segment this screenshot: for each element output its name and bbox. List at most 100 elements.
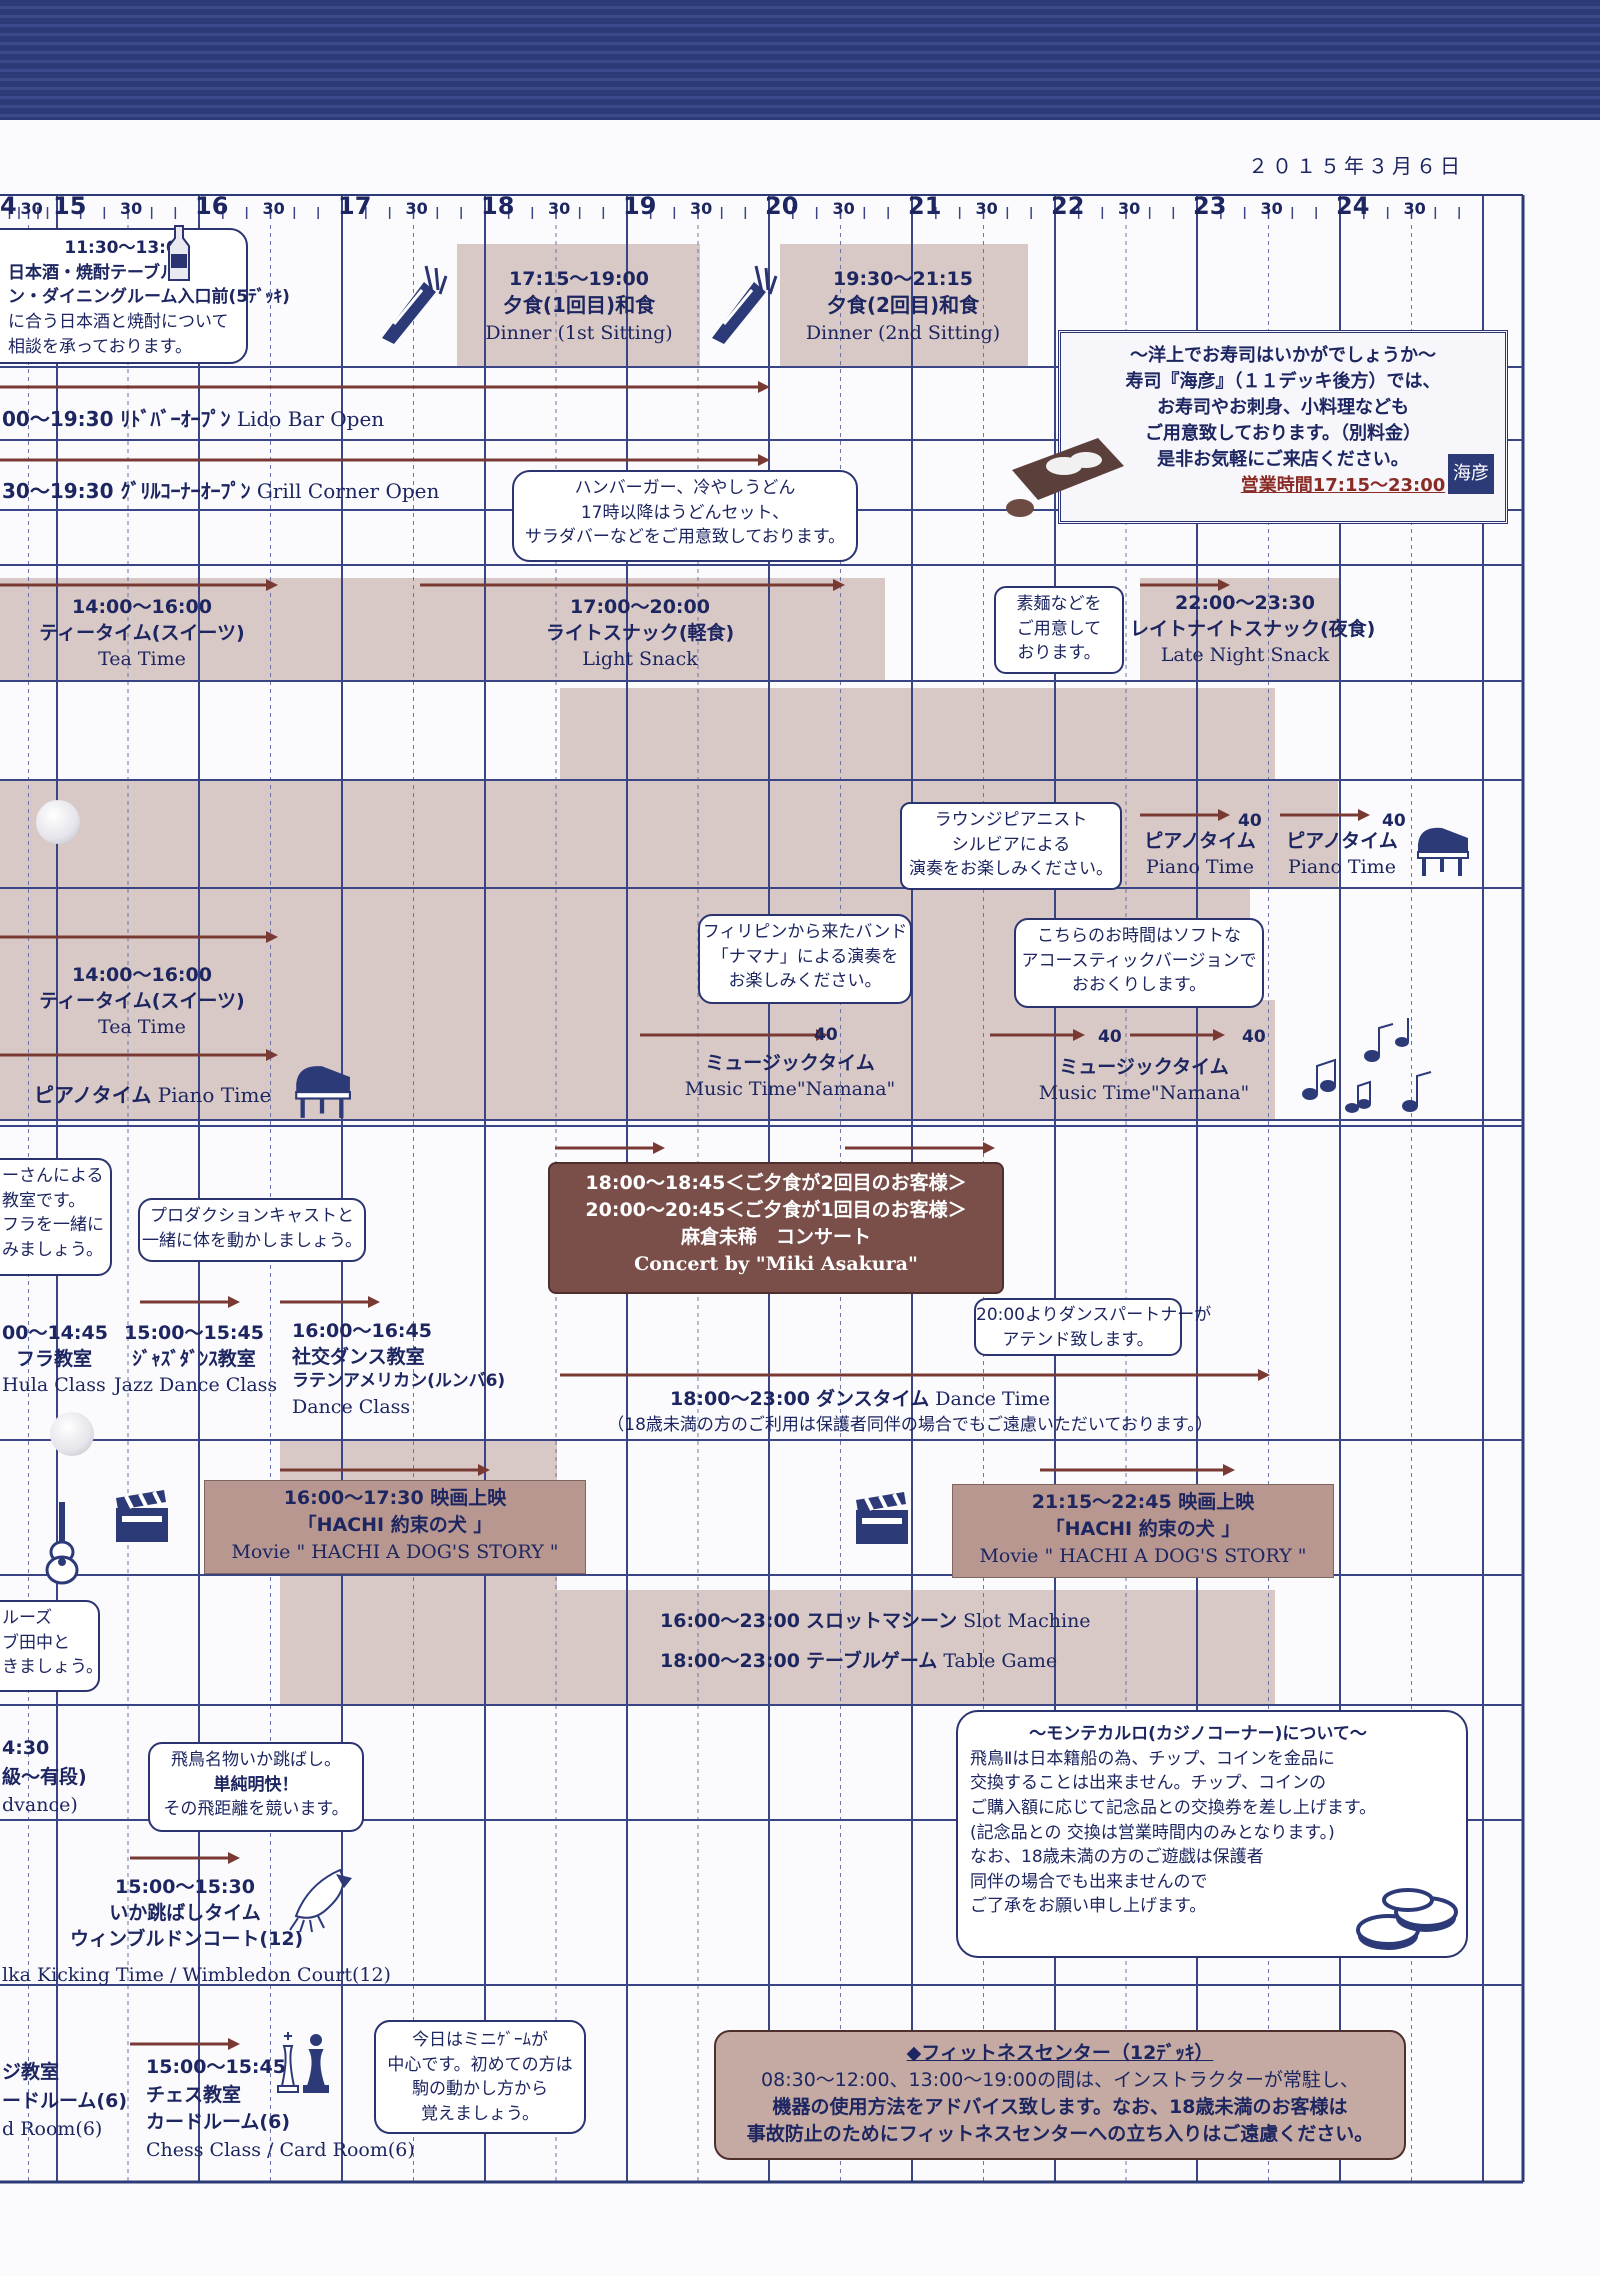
arrow-head	[228, 1296, 240, 1308]
dance-time: 18:00〜23:00 ダンスタイム Dance Time	[560, 1386, 1160, 1412]
light-snack: 17:00〜20:00 ライトスナック(軽食) Light Snack	[520, 594, 760, 673]
partner-line1: 20:00よりダンスパートナーが	[976, 1305, 1212, 1325]
half-hour-label: 30	[975, 199, 998, 218]
slot-machine: 16:00〜23:00 スロットマシーン Slot Machine	[660, 1608, 1091, 1634]
social-sub: ラテンアメリカン(ルンバ6)	[292, 1371, 506, 1392]
grill-en: Grill Corner Open	[256, 479, 440, 503]
piano-2-title: ピアノタイム	[1286, 830, 1398, 852]
shaded-slot	[560, 688, 1275, 780]
hour-label: 4	[0, 192, 17, 220]
hula-english: Hula Class	[2, 1374, 106, 1397]
social-english: Dance Class	[292, 1395, 411, 1418]
hula-note-line3: フラを一緒に	[2, 1215, 104, 1236]
table-english: Table Game	[943, 1650, 1058, 1672]
mini-line1: 今日はミニｹﾞｰﾑが	[412, 2030, 548, 2050]
piano-time-1: ピアノタイム Piano Time	[1130, 828, 1270, 880]
half-hour-label: 30	[832, 199, 855, 218]
ika-kicking-time: 15:00〜15:30 いか跳ばしタイム ウィンブルドンコート(12)	[70, 1874, 304, 1953]
social-dance-class: 16:00〜16:45 社交ダンス教室 ラテンアメリカン(ルンバ6) Dance…	[292, 1318, 505, 1420]
hour-label: 15	[53, 192, 87, 220]
hula-note-line2: 教室です。	[2, 1190, 86, 1211]
ika-place: ウィンブルドンコート(12)	[70, 1928, 304, 1951]
piano-2-minutes: 40	[1382, 811, 1406, 831]
somen-line2: ご用意して	[1016, 618, 1102, 639]
hour-label: 21	[908, 192, 942, 220]
sushi-title: 〜洋上でお寿司はいかがでしょうか〜	[1130, 345, 1436, 366]
chess-time: 15:00〜15:45	[146, 2056, 286, 2078]
sushi-umihiko-box: 〜洋上でお寿司はいかがでしょうか〜 寿司『海彦』（１１デッキ後方）では、 お寿司…	[1058, 330, 1508, 524]
arrow-head	[368, 1296, 380, 1308]
sake-table-note: 11:30〜13:00 日本酒・焼酎テーブル ン・ダイニングルーム入口前(5ﾃﾞ…	[0, 228, 290, 364]
tea-2-title: ティータイム(スイーツ)	[39, 990, 245, 1013]
movie-1-time: 16:00〜17:30 映画上映	[283, 1487, 507, 1509]
casino-line6: 同伴の場合でも出来ませんので	[970, 1871, 1208, 1892]
hour-label: 20	[765, 192, 799, 220]
dinner-1-english: Dinner (1st Sitting)	[485, 321, 673, 344]
piano-1-minutes: 40	[1238, 811, 1262, 831]
sushi-line4: ご用意致しております。（別料金）	[1144, 423, 1422, 445]
miki-asakura-concert: 18:00〜18:45＜ご夕食が2回目のお客様＞ 20:00〜20:45＜ご夕食…	[548, 1162, 1004, 1294]
lido-en: Lido Bar Open	[236, 407, 385, 431]
dinner-2-block: 19:30〜21:15 夕食(2回目)和食 Dinner (2nd Sittin…	[788, 266, 1018, 346]
left-a1: 4:30	[2, 1737, 50, 1759]
schedule-date: ２０１５年３月６日	[1248, 154, 1464, 178]
concert-line1: 18:00〜18:45＜ご夕食が2回目のお客様＞	[585, 1172, 967, 1194]
band-note: フィリピンから来たバンド 「ナマナ」による演奏を お楽しみください。	[698, 914, 912, 1004]
tea-time-2: 14:00〜16:00 ティータイム(スイーツ) Tea Time	[20, 962, 264, 1041]
ika-note: 飛鳥名物いか跳ばし。 単純明快！ その飛距離を競います。	[148, 1742, 364, 1832]
tea-1-english: Tea Time	[98, 648, 186, 671]
mini-line3: 駒の動かし方から	[412, 2079, 548, 2100]
ukulele-line2: ブ田中と	[2, 1632, 70, 1653]
social-time: 16:00〜16:45	[292, 1320, 432, 1342]
piano-time-2: ピアノタイム Piano Time	[1272, 828, 1412, 880]
somen-note: 素麺などを ご用意して おります。	[994, 586, 1124, 674]
snack-title: ライトスナック(軽食)	[545, 622, 735, 645]
ukulele-note: ルーズ ブ田中と きましょう。	[0, 1600, 103, 1692]
sushi-line2: 寿司『海彦』（１１デッキ後方）では、	[1125, 371, 1441, 393]
dinner-1-block: 17:15〜19:00 夕食(1回目)和食 Dinner (1st Sittin…	[464, 266, 694, 346]
fitness-title: ◆フィットネスセンター（12ﾃﾞｯｷ）	[906, 2042, 1214, 2064]
casino-title: 〜モンテカルロ(カジノコーナー)について〜	[1029, 1724, 1367, 1744]
casino-line2: 交換することは出来ません。チップ、コインの	[970, 1773, 1326, 1794]
casino-line3: ご購入額に応じて記念品との交換券を差し上げます。	[970, 1797, 1377, 1818]
sake-line4: 相談を承っております。	[8, 336, 192, 357]
ukulele-line3: きましょう。	[2, 1657, 103, 1678]
piano-3-english: Piano Time	[157, 1083, 272, 1107]
fitness-line2: 機器の使用方法をアドバイス致します。なお、18歳未満のお客様は	[772, 2095, 1348, 2118]
music-2-minutes: 40	[1098, 1027, 1122, 1047]
hour-label: 24	[1336, 192, 1370, 220]
arrow-head	[833, 579, 845, 591]
tea-time-1: 14:00〜16:00 ティータイム(スイーツ) Tea Time	[20, 594, 264, 673]
chopsticks-icon	[712, 265, 778, 344]
half-hour-label: 30	[1118, 199, 1141, 218]
arrow-head	[478, 1464, 490, 1476]
arrow-head	[228, 1852, 240, 1864]
arrow-head	[1073, 1029, 1085, 1041]
dinner-1-time: 17:15〜19:00	[509, 268, 649, 290]
chess-pieces-icon	[277, 2032, 329, 2093]
mini-game-note: 今日はミニｹﾞｰﾑが 中心です。初めての方は 駒の動かし方から 覚えましょう。	[374, 2020, 586, 2134]
burger-line1: ハンバーガー、冷やしうどん	[574, 478, 796, 498]
music-2-english: Music Time"Namana"	[1038, 1082, 1250, 1105]
mini-line4: 覚えましょう。	[421, 2103, 539, 2124]
left-c1: ジ教室	[2, 2061, 60, 2083]
acoustic-line3: おおくりします。	[1071, 975, 1207, 996]
sushi-logo: 海彦	[1448, 454, 1494, 494]
lido-jp: 00〜19:30 ﾘﾄﾞﾊﾞｰｵｰﾌﾟﾝ	[2, 407, 231, 431]
left-advance-class: 4:30 級〜有段) dvance)	[2, 1734, 87, 1820]
burger-line2: 17時以降はうどんセット、	[580, 502, 790, 523]
shaded-slot	[457, 244, 700, 367]
arrow-head	[1358, 809, 1370, 821]
slot-english: Slot Machine	[963, 1610, 1091, 1632]
dinner-2-title: 夕食(2回目)和食	[826, 293, 980, 318]
sushi-hours: 営業時間17:15〜23:00	[1240, 475, 1446, 497]
half-hour-label: 30	[690, 199, 713, 218]
hour-label: 22	[1051, 192, 1085, 220]
binder-hole	[50, 1412, 94, 1456]
arrow-head	[228, 2038, 240, 2050]
hula-note-line1: ーさんによる	[2, 1166, 104, 1186]
pianist-line3: 演奏をお楽しみください。	[909, 859, 1113, 880]
fitness-line1: 08:30〜12:00、13:00〜19:00の間は、インストラクターが常駐し、	[761, 2068, 1359, 2091]
table-game: 18:00〜23:00 テーブルゲーム Table Game	[660, 1648, 1057, 1674]
tea-2-time: 14:00〜16:00	[72, 964, 212, 986]
